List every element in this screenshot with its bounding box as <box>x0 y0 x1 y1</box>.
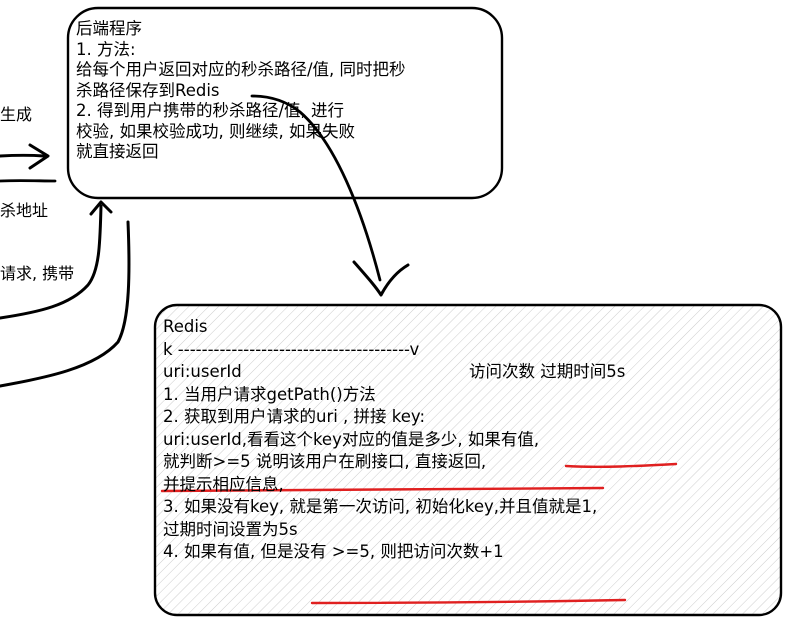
highlight-but-not-ge5 <box>310 598 627 605</box>
highlight-check-ge5 <box>160 486 605 493</box>
highlight-if-has-value <box>564 462 678 469</box>
backend-line-title: 后端程序 <box>76 19 142 38</box>
redis-box-hatched <box>153 303 783 617</box>
redis-step-2-check: 就判断>=5 说明该用户在刷接口, 直接返回, <box>163 452 487 471</box>
backend-line-3: 杀路径保存到Redis <box>76 80 220 100</box>
backend-line-4: 2. 得到用户携带的秒杀路径/值, 进行 <box>76 101 345 120</box>
carry-path-arrow-head <box>89 200 113 216</box>
save-to-redis-arrow-head <box>352 260 410 297</box>
redis-step-1: 1. 当用户请求getPath()方法 <box>163 384 376 404</box>
redis-step-4: 4. 如果有值, 但是没有 >=5, 则把访问次数+1 <box>163 542 504 561</box>
backend-line-5: 校验, 如果校验成功, 则继续, 如果失败 <box>76 121 355 141</box>
redis-key-row: uri:userId 访问次数 过期时间5s <box>163 361 625 384</box>
left-fragment-generate: 生成 <box>0 105 33 124</box>
redis-title: Redis <box>163 317 208 336</box>
request-arrow-head <box>28 143 50 170</box>
left-fragment-address: 杀地址 <box>0 201 49 220</box>
redis-value-desc: 访问次数 过期时间5s <box>469 362 626 381</box>
backend-line-6: 就直接返回 <box>76 142 159 161</box>
backend-box-text: 后端程序 1. 方法: 给每个用户返回对应的秒杀路径/值, 同时把秒 杀路径保存… <box>76 19 406 163</box>
redis-step-2: 2. 获取到用户请求的uri , 拼接 key: <box>163 407 426 426</box>
redis-key-name: uri:userId <box>163 362 242 381</box>
redis-step-2-tip: 并提示相应信息, <box>163 474 284 494</box>
redis-step-2-detail: uri:userId,看看这个key对应的值是多少, 如果有值, <box>163 429 540 449</box>
save-to-redis-arrow <box>250 94 382 282</box>
request-arrow-line <box>0 153 46 158</box>
left-fragment-request: 请求, 携带 <box>0 264 75 283</box>
backend-line-2: 给每个用户返回对应的秒杀路径/值, 同时把秒 <box>76 60 406 79</box>
redis-step-3: 3. 如果没有key, 就是第一次访问, 初始化key,并且值就是1, <box>163 497 598 516</box>
redis-step-3-expire: 过期时间设置为5s <box>163 519 298 539</box>
backend-line-1: 1. 方法: <box>76 39 136 59</box>
response-curve <box>0 220 131 388</box>
redis-box-text: Redis k --------------------------------… <box>163 316 625 564</box>
carry-path-arrow <box>0 204 103 320</box>
redis-kv-line: k --------------------------------------… <box>163 339 420 359</box>
